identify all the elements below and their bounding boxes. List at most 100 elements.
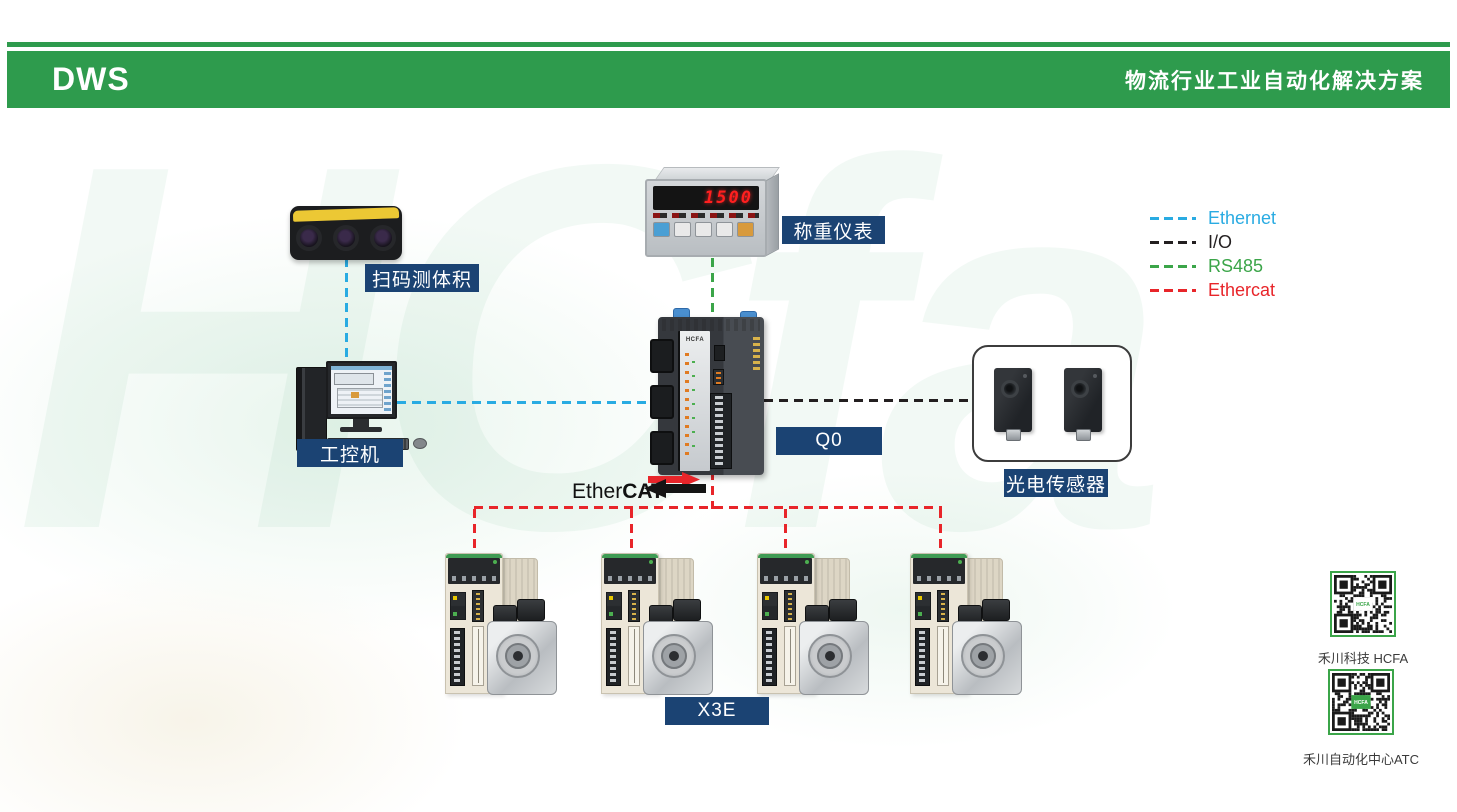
servo-io-connector (937, 590, 949, 622)
plc-terminal-block (710, 393, 732, 469)
motor-body (487, 621, 557, 695)
motor-ring (817, 643, 843, 669)
scanner-yellow-band (292, 207, 400, 222)
servo-encoder-slot (628, 626, 640, 686)
sensors-label: 光电传感器 (1004, 469, 1108, 497)
ipc-monitor (326, 361, 397, 419)
motor-body (952, 621, 1022, 695)
ipc-screen (331, 366, 392, 414)
motor-face (961, 634, 1005, 678)
plc-brand-text: HCFA (685, 337, 705, 343)
motor-body (643, 621, 713, 695)
plc-rj45-port (650, 339, 674, 373)
ethernet-line-ipc-plc (397, 401, 658, 404)
servo-display-panel (913, 558, 965, 584)
mouse (413, 438, 427, 449)
camera-lens-icon (295, 225, 322, 251)
legend-row-io: I/O (1150, 230, 1276, 254)
plc-controller-device: HCFA (650, 308, 766, 478)
monitor-base (340, 427, 382, 432)
bus-contact-pins (753, 337, 760, 371)
servo-terminal-block (762, 628, 777, 686)
qr-pattern-icon: HCFA (1334, 575, 1392, 633)
motor-face (652, 634, 696, 678)
plc-status-leds (685, 353, 689, 461)
servo-ethernet-ports (915, 592, 931, 620)
servo-drive-unit (757, 553, 870, 700)
servo-display-panel (448, 558, 500, 584)
motor-body (799, 621, 869, 695)
background-leaf-shape (0, 560, 470, 812)
plc-rj45-port (650, 385, 674, 419)
function-button (695, 222, 712, 237)
servo-motor (643, 597, 713, 697)
ethercat-drop-line (784, 509, 787, 554)
screen-toolbar-column (384, 372, 391, 412)
weigher-indicator-row (653, 213, 759, 218)
svg-text:HCFA: HCFA (1354, 700, 1368, 706)
servo-io-connector (472, 590, 484, 622)
weigher-side-face (765, 173, 779, 257)
screen-schematic-block (351, 392, 359, 398)
zero-button (653, 222, 670, 237)
motor-connector-icon (673, 599, 701, 621)
servo-drive-unit (910, 553, 1023, 700)
legend-label-ethernet: Ethernet (1208, 207, 1277, 228)
legend-label-ethercat: Ethercat (1208, 279, 1276, 300)
legend-label-io: I/O (1208, 231, 1233, 252)
terminal-pins (454, 631, 460, 683)
servo-drive-unit (601, 553, 714, 700)
scanner-label: 扫码测体积 (365, 264, 479, 292)
io-line-plc-sensors (764, 399, 972, 402)
qr-label-hcfa: 禾川科技 HCFA (1317, 651, 1409, 666)
servo-terminal-block (450, 628, 465, 686)
header-bar: DWS 物流行业工业自动化解决方案 (7, 51, 1450, 108)
dip-switch (713, 369, 724, 385)
servo-drive-body (910, 553, 968, 694)
ipc-label: 工控机 (297, 439, 403, 467)
page-subtitle: 物流行业工业自动化解决方案 (1125, 69, 1424, 93)
servo-top-stripe (602, 554, 658, 558)
legend-row-rs485: RS485 (1150, 254, 1276, 278)
ethercat-dash-icon (1150, 288, 1196, 292)
terminal-pins (919, 631, 925, 683)
function-button (674, 222, 691, 237)
terminal-pins (715, 396, 723, 466)
sensor-lens-icon (1071, 380, 1089, 398)
weigher-front-panel: 1500 (645, 179, 767, 257)
rs485-dash-icon (1150, 264, 1196, 268)
legend-row-ethernet: Ethernet (1150, 206, 1276, 230)
legend-label-rs485: RS485 (1208, 255, 1264, 276)
motor-ring (505, 643, 531, 669)
motor-shaft (513, 651, 523, 661)
header-accent-strip (7, 42, 1450, 47)
ethercat-logo: EtherCAT® (572, 472, 706, 508)
servo-motor (952, 597, 1022, 697)
camera-lens-icon (332, 225, 359, 251)
motor-connector-icon (517, 599, 545, 621)
sensor-connector (1076, 429, 1091, 441)
servo-io-connector (628, 590, 640, 622)
ethercat-arrows-icon (644, 472, 706, 498)
ethercat-drop-line (939, 509, 942, 554)
motor-ring (661, 643, 687, 669)
sensor-indicator (1023, 374, 1027, 378)
led-display: 1500 (653, 186, 759, 210)
terminal-pins (610, 631, 616, 683)
plc-label: Q0 (776, 427, 882, 455)
ethernet-line-scanner-ipc (345, 258, 348, 368)
servo-motor (487, 597, 557, 697)
servo-motor (799, 597, 869, 697)
screen-schematic-block (337, 388, 383, 408)
qr-code-hcfa: HCFA (1330, 571, 1396, 637)
photo-sensor-device (1064, 368, 1102, 441)
svg-text:HCFA: HCFA (1356, 602, 1370, 608)
qr-pattern-icon: HCFA (1332, 673, 1390, 731)
legend-row-ethercat: Ethercat (1150, 278, 1276, 302)
plc-status-leds (692, 361, 695, 451)
scanner-lenses (290, 225, 402, 251)
motor-shaft (669, 651, 679, 661)
motor-face (496, 634, 540, 678)
page-title: DWS (52, 61, 130, 97)
